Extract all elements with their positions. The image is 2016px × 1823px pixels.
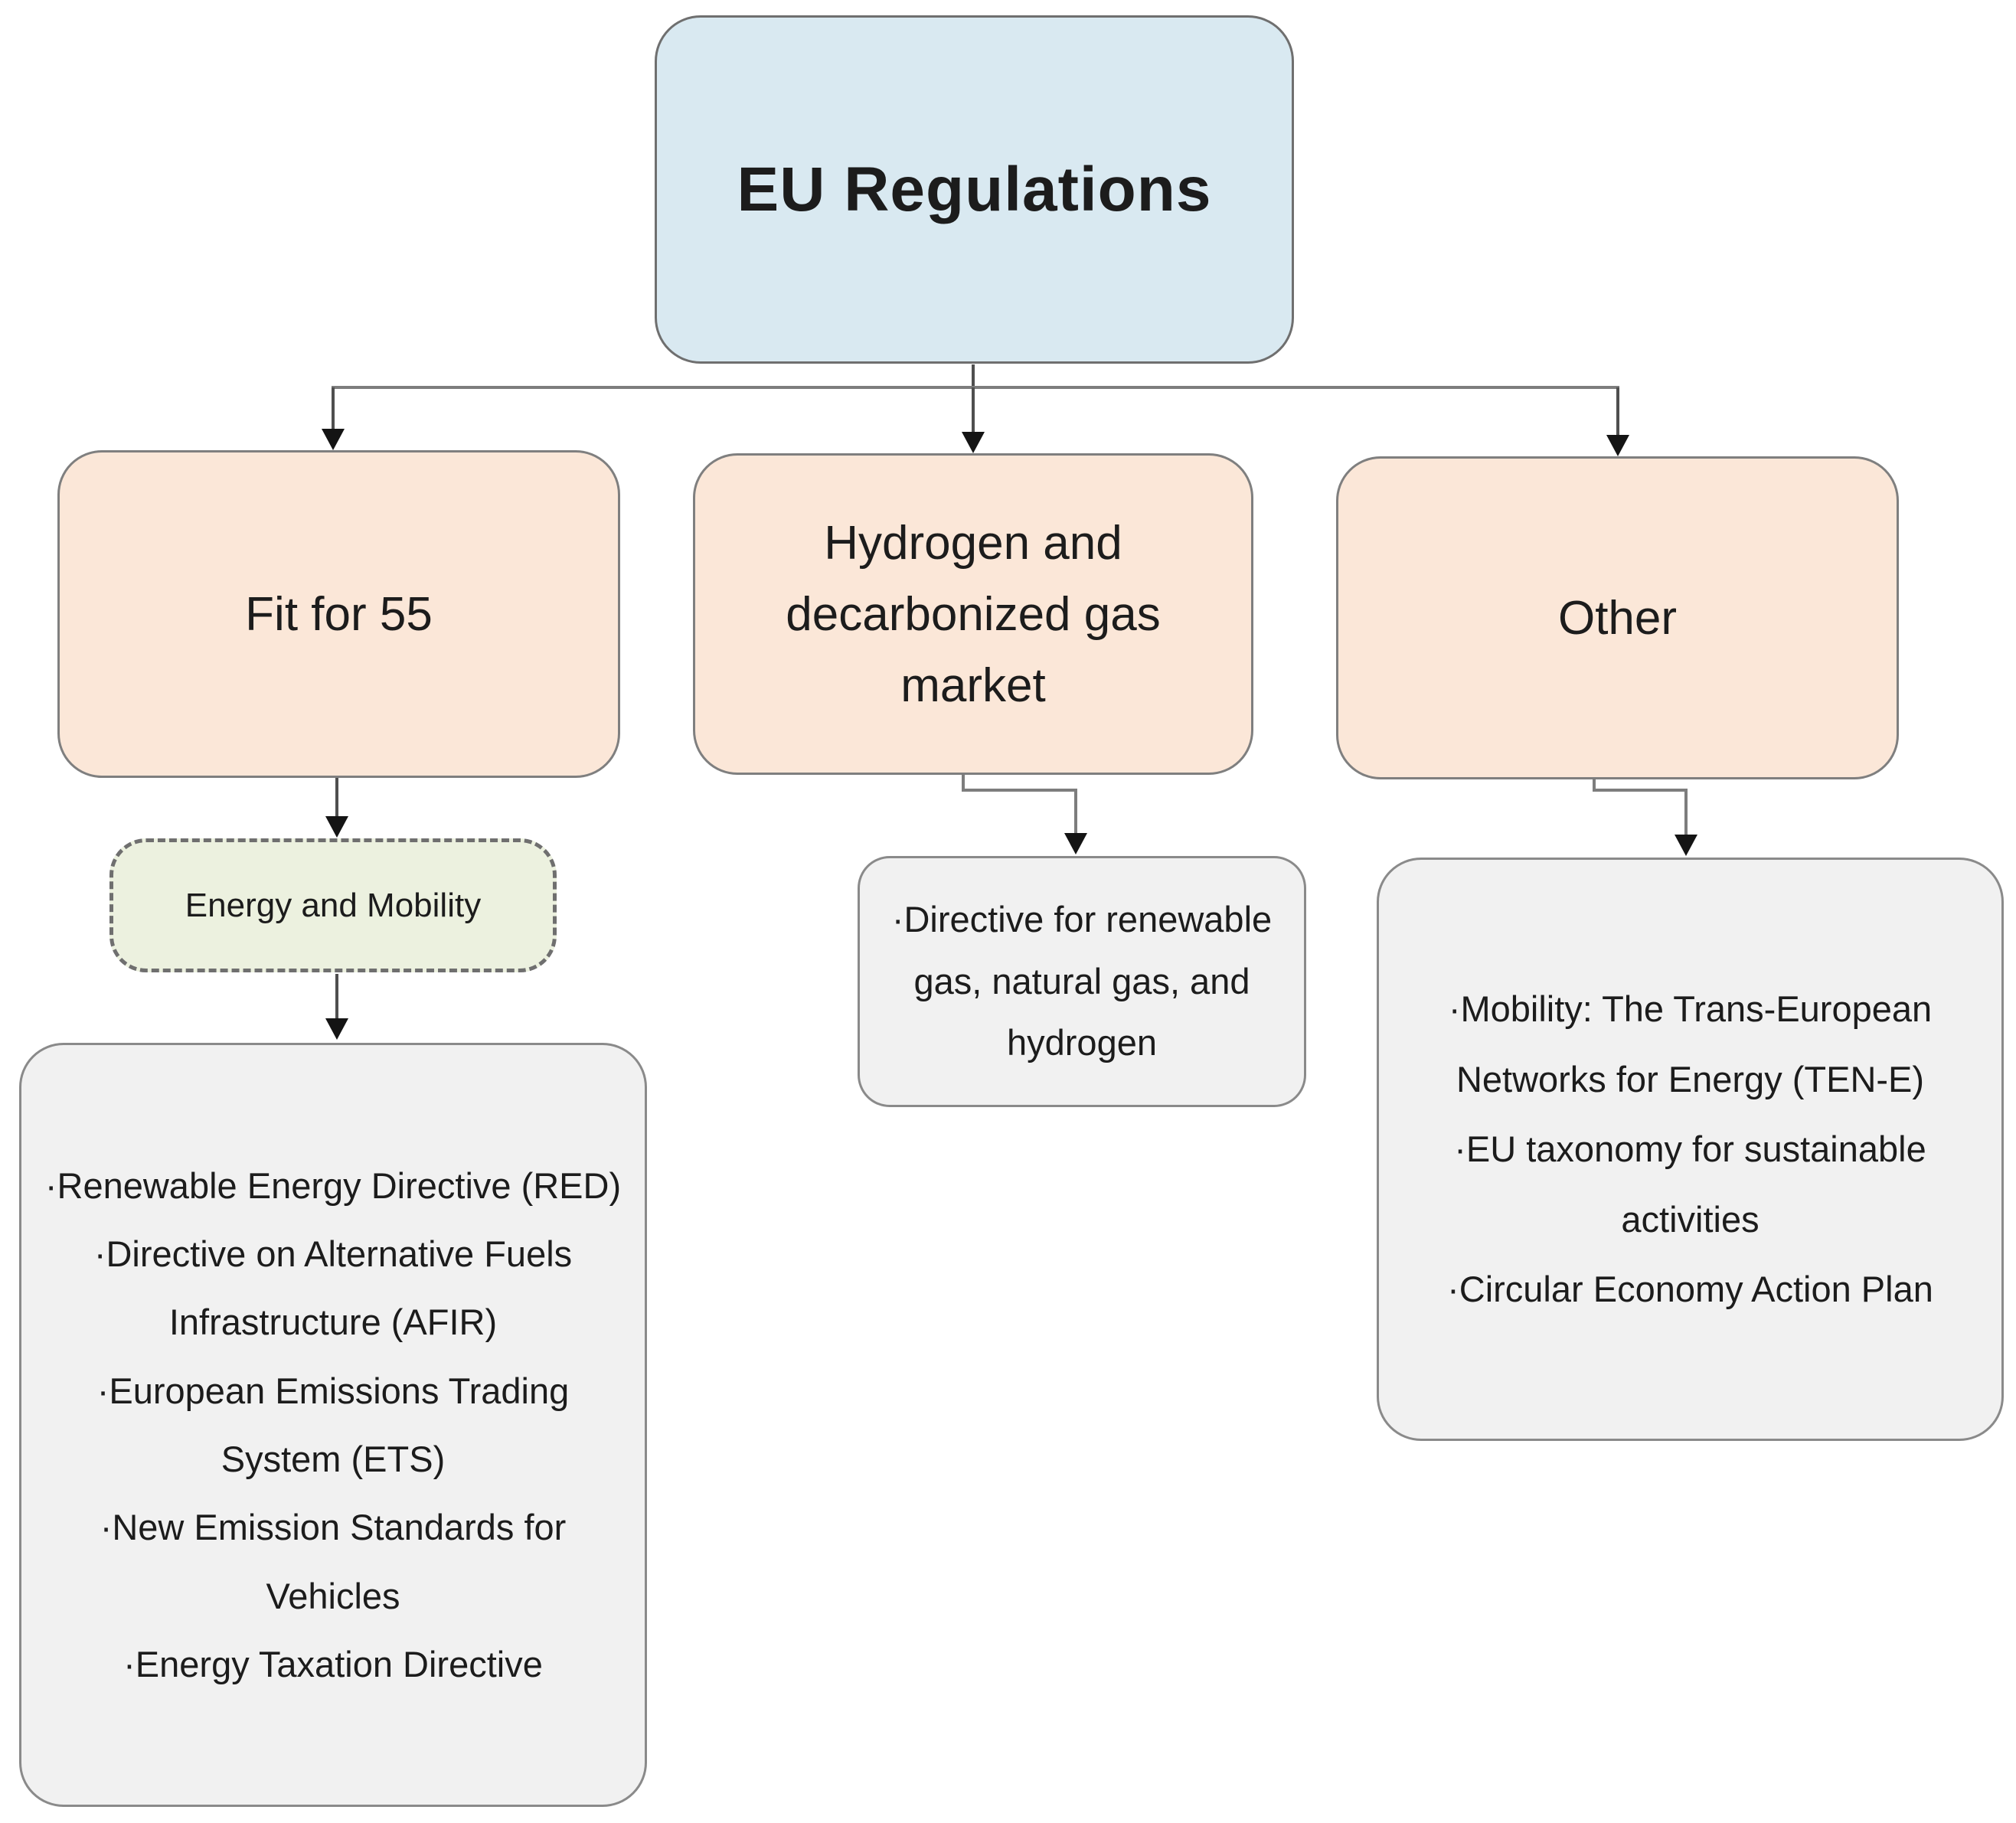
arrowhead-fit55 bbox=[322, 429, 345, 450]
connector-other-elbow-v1 bbox=[1593, 778, 1596, 792]
arrowhead-detail-other bbox=[1675, 835, 1697, 856]
node-hydrogen-directive: ·Directive for renewable gas, natural ga… bbox=[858, 856, 1306, 1107]
node-hydrogen-gas-market: Hydrogen and decarbonized gas market bbox=[693, 453, 1253, 775]
connector-drop-hydrogen bbox=[972, 387, 975, 433]
connector-hydrogen-elbow-v1 bbox=[962, 773, 965, 792]
list-item: ·Circular Economy Action Plan bbox=[1447, 1269, 1933, 1310]
connector-distribution-bar bbox=[332, 386, 1619, 389]
node-fit55-directives-list: ·Renewable Energy Directive (RED) ·Direc… bbox=[19, 1043, 647, 1807]
node-other-label: Other bbox=[1557, 591, 1678, 645]
node-eu-regulations: EU Regulations bbox=[655, 15, 1294, 364]
arrowhead-subnode bbox=[325, 816, 348, 838]
list-item: ·New Emission Standards for Vehicles bbox=[100, 1507, 567, 1616]
connector-other-elbow-h bbox=[1593, 789, 1688, 792]
connector-hydrogen-elbow-v2 bbox=[1074, 789, 1077, 835]
connector-root-stem bbox=[972, 364, 975, 389]
arrowhead-detail-hydrogen bbox=[1064, 833, 1087, 854]
connector-other-elbow-v2 bbox=[1684, 789, 1688, 836]
node-fit-for-55: Fit for 55 bbox=[57, 450, 620, 778]
arrowhead-hydrogen bbox=[962, 432, 985, 453]
arrowhead-other bbox=[1606, 435, 1629, 456]
node-hydrogen-gas-market-label: Hydrogen and decarbonized gas market bbox=[786, 516, 1161, 712]
connector-subnode-detail bbox=[335, 974, 338, 1020]
node-other-items-list: ·Mobility: The Trans-European Networks f… bbox=[1377, 858, 2004, 1441]
list-item: ·Directive for renewable gas, natural ga… bbox=[891, 898, 1273, 1063]
node-eu-regulations-label: EU Regulations bbox=[737, 154, 1212, 224]
fit55-directives-list: ·Renewable Energy Directive (RED) ·Direc… bbox=[21, 1152, 645, 1698]
other-items-list: ·Mobility: The Trans-European Networks f… bbox=[1379, 974, 2001, 1325]
list-item: ·Renewable Energy Directive (RED) bbox=[44, 1165, 622, 1206]
hydrogen-directive-list: ·Directive for renewable gas, natural ga… bbox=[860, 889, 1304, 1074]
connector-drop-other bbox=[1616, 387, 1619, 436]
node-other: Other bbox=[1336, 456, 1899, 779]
node-energy-and-mobility-label: Energy and Mobility bbox=[185, 886, 482, 924]
list-item: ·EU taxonomy for sustainable activities bbox=[1454, 1129, 1926, 1240]
list-item: ·Energy Taxation Directive bbox=[123, 1643, 543, 1684]
node-fit-for-55-label: Fit for 55 bbox=[245, 587, 433, 641]
node-energy-and-mobility: Energy and Mobility bbox=[109, 838, 557, 972]
list-item: ·European Emissions Trading System (ETS) bbox=[96, 1370, 570, 1479]
arrowhead-detail-fit55 bbox=[325, 1018, 348, 1040]
connector-fit55-subnode bbox=[335, 778, 338, 818]
list-item: ·Directive on Alternative Fuels Infrastr… bbox=[93, 1233, 573, 1343]
connector-hydrogen-elbow-h bbox=[962, 789, 1077, 792]
connector-drop-fit55 bbox=[332, 387, 335, 430]
list-item: ·Mobility: The Trans-European Networks f… bbox=[1448, 988, 1933, 1099]
